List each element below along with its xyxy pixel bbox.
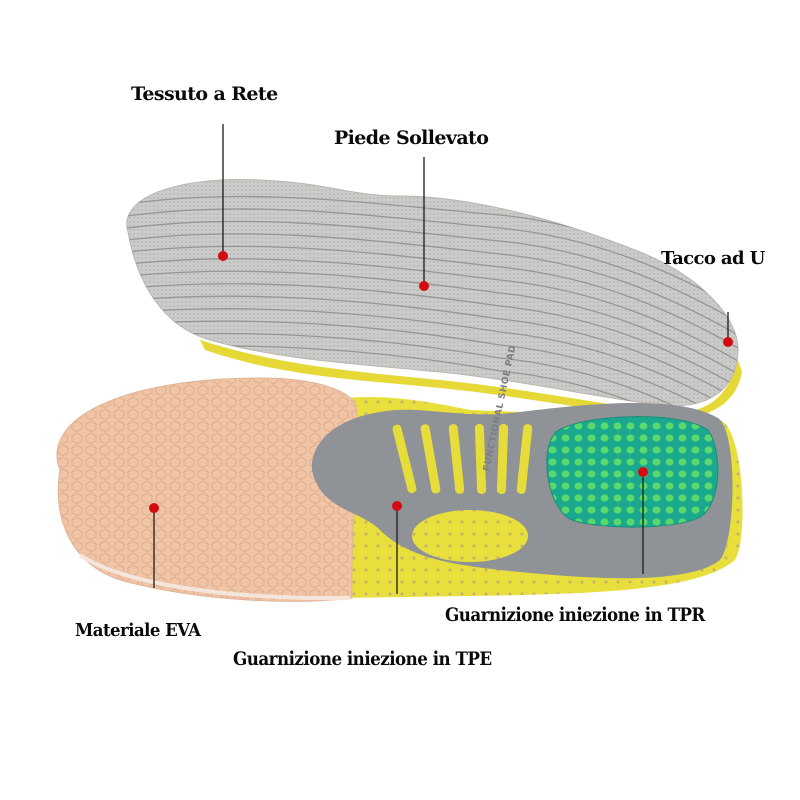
callout-leaders (153, 124, 729, 594)
marker-dot-eva-icon (149, 503, 159, 513)
callout-label-heel: Tacco ad U (661, 248, 765, 269)
top-insole (126, 179, 742, 419)
callout-label-mesh: Tessuto a Rete (131, 83, 278, 105)
callout-label-tpr: Guarnizione iniezione in TPR (445, 604, 705, 626)
bottom-insole (56, 377, 743, 602)
arch-slots (392, 423, 533, 495)
callout-markers (149, 251, 733, 513)
callout-label-raised: Piede Sollevato (334, 127, 489, 149)
callout-label-tpe: Guarnizione iniezione in TPE (233, 648, 492, 670)
marker-dot-tpe-icon (392, 501, 402, 511)
marker-dot-mesh-icon (218, 251, 228, 261)
marker-dot-tpr-icon (638, 467, 648, 477)
marker-dot-raised-icon (419, 281, 429, 291)
marker-dot-heel-icon (723, 337, 733, 347)
callout-label-eva: Materiale EVA (75, 620, 201, 641)
